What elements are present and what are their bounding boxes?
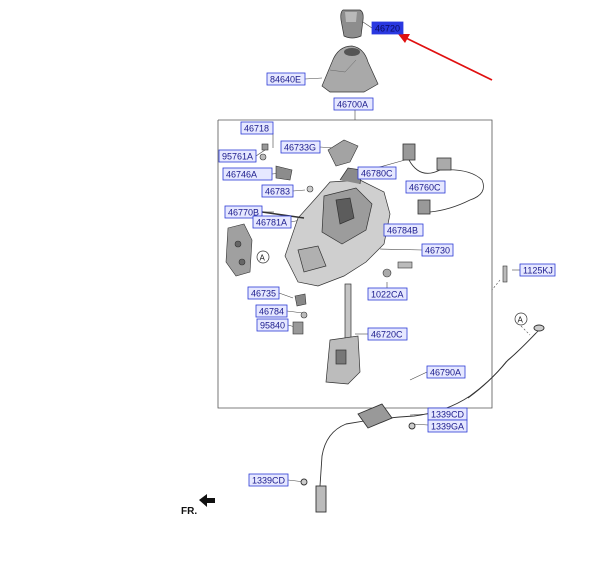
- part-number-46770b[interactable]: 46770B: [228, 208, 259, 218]
- part-number-95761a[interactable]: 95761A: [222, 152, 253, 162]
- part-number-46746a[interactable]: 46746A: [226, 170, 257, 180]
- part-label-box[interactable]: [426, 365, 466, 379]
- part-label-box[interactable]: [357, 166, 397, 180]
- part-label-box[interactable]: [224, 205, 263, 219]
- small-parts: [225, 143, 508, 335]
- callout-label: A: [518, 316, 524, 325]
- part-number-84640e[interactable]: 84640E: [270, 75, 301, 85]
- part-label-box[interactable]: [519, 263, 556, 277]
- part-label-box[interactable]: [261, 184, 294, 198]
- part-label-box[interactable]: [371, 21, 404, 35]
- part-number-46790a[interactable]: 46790A: [430, 368, 461, 378]
- part-label-box[interactable]: [280, 140, 321, 154]
- callout-circle: [256, 250, 270, 264]
- front-direction-icon: [199, 494, 215, 507]
- part-number-46720c[interactable]: 46720C: [371, 330, 403, 340]
- bracket-part: [327, 139, 359, 167]
- part-number-46718[interactable]: 46718: [244, 124, 269, 134]
- part-number-1125kj[interactable]: 1125KJ: [523, 266, 553, 276]
- part-number-46784b[interactable]: 46784B: [387, 226, 418, 236]
- part-label-box[interactable]: [248, 473, 289, 487]
- part-label-box[interactable]: [367, 327, 408, 341]
- part-label-box[interactable]: [427, 419, 468, 433]
- part-label-box[interactable]: [421, 243, 454, 257]
- part-number-46700a[interactable]: 46700A: [337, 100, 368, 110]
- front-label: FR.: [181, 506, 197, 517]
- part-number-46733g[interactable]: 46733G: [284, 143, 316, 153]
- part-labels: 46720 84640E 46700A 46718 95761A 46733G …: [218, 21, 556, 487]
- pointer-arrow: [398, 34, 493, 81]
- shift-boot-part: [321, 45, 379, 93]
- part-label-box[interactable]: [240, 121, 274, 135]
- part-number-46720[interactable]: 46720: [375, 24, 400, 34]
- part-label-box[interactable]: [247, 286, 280, 300]
- assembly-frame: [217, 119, 493, 409]
- part-label-box[interactable]: [266, 72, 306, 86]
- part-label-box[interactable]: [405, 180, 446, 194]
- callout-label: A: [260, 254, 266, 263]
- part-label-box[interactable]: [222, 167, 273, 181]
- part-label-box[interactable]: [256, 318, 289, 332]
- harness-part: [402, 143, 484, 215]
- part-label-box[interactable]: [218, 149, 257, 163]
- lever-housing-part: [284, 167, 391, 287]
- select-lever-part: [325, 283, 361, 385]
- part-number-95840[interactable]: 95840: [260, 321, 285, 331]
- part-number-46730[interactable]: 46730: [425, 246, 450, 256]
- part-number-46784[interactable]: 46784: [259, 307, 284, 317]
- part-number-46760c[interactable]: 46760C: [409, 183, 441, 193]
- part-number-46781a[interactable]: 46781A: [256, 218, 287, 228]
- part-label-box[interactable]: [255, 304, 288, 318]
- part-label-box[interactable]: [383, 223, 424, 237]
- part-number-46783[interactable]: 46783: [265, 187, 290, 197]
- shift-knob-part: [340, 9, 364, 39]
- part-number-1339ga[interactable]: 1339GA: [431, 422, 464, 432]
- part-label-box[interactable]: [333, 97, 374, 111]
- part-number-1339cd[interactable]: 1339CD: [431, 410, 465, 420]
- callout-circle: [514, 312, 528, 326]
- part-label-box[interactable]: [252, 215, 292, 229]
- part-number-1022ca[interactable]: 1022CA: [371, 290, 404, 300]
- part-number-1339cd[interactable]: 1339CD: [252, 476, 286, 486]
- part-number-46780c[interactable]: 46780C: [361, 169, 393, 179]
- part-label-box[interactable]: [367, 287, 408, 301]
- part-number-46735[interactable]: 46735: [251, 289, 276, 299]
